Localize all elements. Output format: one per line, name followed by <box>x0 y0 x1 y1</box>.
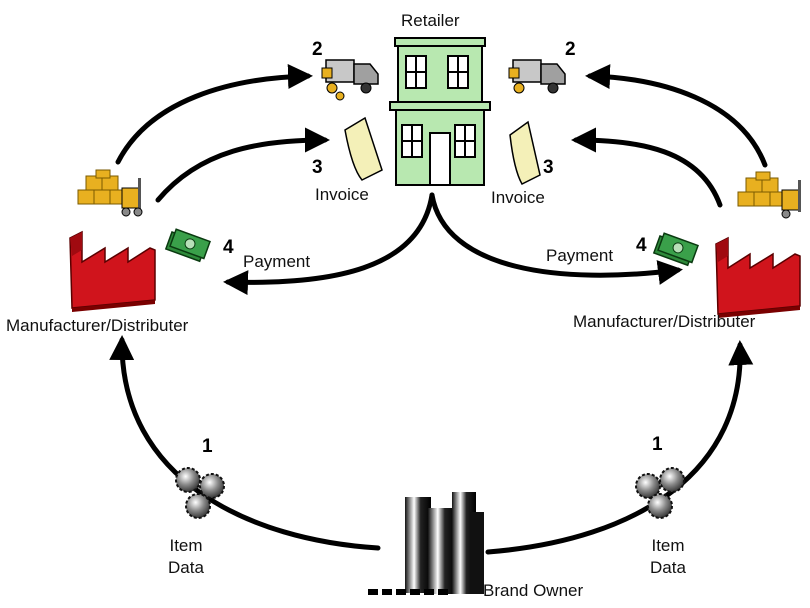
building-icon <box>389 37 491 186</box>
boxes-forklift-icon <box>737 171 801 219</box>
arrow-delivery-left <box>115 64 313 165</box>
step-1-left: 1 <box>202 436 213 457</box>
data-gears-icon <box>175 467 225 519</box>
item-data-left-line1: Item <box>169 536 203 555</box>
office-towers-icon <box>368 492 484 595</box>
cash-money-icon <box>652 232 699 267</box>
invoice-label-right: Invoice <box>491 188 545 207</box>
step-1-right: 1 <box>652 434 663 455</box>
step-3-left: 3 <box>312 157 323 178</box>
arrow-payment-left <box>223 192 435 296</box>
arrow-invoice-right <box>571 127 723 208</box>
step-4-left: 4 <box>223 237 234 258</box>
retailer-label: Retailer <box>401 11 460 30</box>
step-2-right: 2 <box>565 39 576 60</box>
invoice-document-icon <box>509 120 541 185</box>
data-gears-icon <box>635 467 685 519</box>
manufacturer-left-label: Manufacturer/Distributer <box>6 316 189 335</box>
step-2-left: 2 <box>312 39 323 60</box>
delivery-truck-icon <box>321 59 379 101</box>
arrow-invoice-left <box>155 127 330 203</box>
manufacturer-right-label: Manufacturer/Distributer <box>573 312 756 331</box>
step-3-right: 3 <box>543 157 554 178</box>
arrow-delivery-right <box>585 64 768 168</box>
arrow-item-data-left <box>109 335 381 551</box>
payment-label-left: Payment <box>243 252 311 271</box>
cash-money-icon <box>164 228 211 263</box>
step-4-right: 4 <box>636 235 647 256</box>
arrow-item-data-right <box>485 340 754 555</box>
payment-label-right: Payment <box>546 246 614 265</box>
factory-icon <box>715 236 801 318</box>
item-data-right-line1: Item <box>651 536 685 555</box>
arrow-payment-right <box>429 192 683 285</box>
invoice-document-icon <box>344 116 383 181</box>
item-data-left-line2: Data <box>168 558 204 577</box>
factory-icon <box>69 230 156 312</box>
boxes-forklift-icon <box>77 169 143 217</box>
item-data-right-line2: Data <box>650 558 686 577</box>
invoice-label-left: Invoice <box>315 185 369 204</box>
brand-owner-label: Brand Owner <box>483 581 584 600</box>
delivery-truck-icon <box>508 59 566 94</box>
